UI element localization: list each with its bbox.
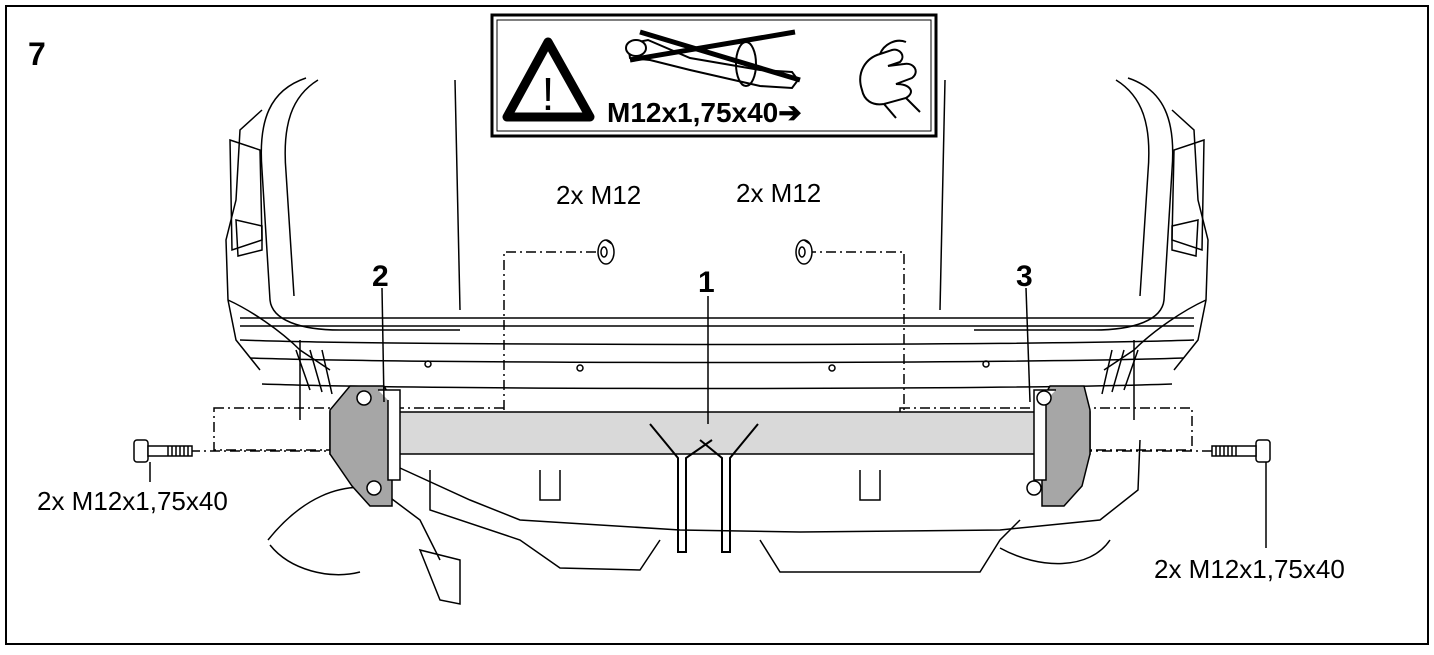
tow-hook bbox=[649, 423, 759, 553]
leader-lines bbox=[149, 287, 1267, 548]
right-bracket-part-3 bbox=[1026, 385, 1091, 507]
nut-left-label: 2x M12 bbox=[556, 180, 642, 210]
callout-2: 2 bbox=[372, 260, 389, 293]
nut-right-label: 2x M12 bbox=[736, 178, 822, 208]
bolt-left-icon bbox=[133, 439, 193, 463]
left-bracket-part-2 bbox=[329, 385, 401, 507]
nut-left-icon bbox=[597, 239, 615, 265]
step-number: 7 bbox=[28, 36, 46, 72]
callout-1: 1 bbox=[698, 266, 715, 299]
bolt-right-icon bbox=[1211, 439, 1271, 463]
warning-bolt-spec: M12x1,75x40➔ bbox=[607, 97, 802, 128]
nut-right-icon bbox=[795, 239, 813, 265]
bolt-left-label: 2x M12x1,75x40 bbox=[37, 486, 228, 516]
bolt-right-label: 2x M12x1,75x40 bbox=[1154, 554, 1345, 584]
bumper-holes bbox=[424, 360, 990, 372]
warning-box: ! bbox=[490, 13, 938, 138]
vehicle-body-outline bbox=[225, 77, 1209, 605]
callout-3: 3 bbox=[1016, 260, 1033, 293]
hand-tighten-icon bbox=[859, 39, 921, 119]
svg-text:!: ! bbox=[542, 68, 555, 120]
warning-triangle-icon: ! bbox=[502, 37, 595, 122]
torque-wrench-crossed-icon bbox=[625, 29, 801, 90]
